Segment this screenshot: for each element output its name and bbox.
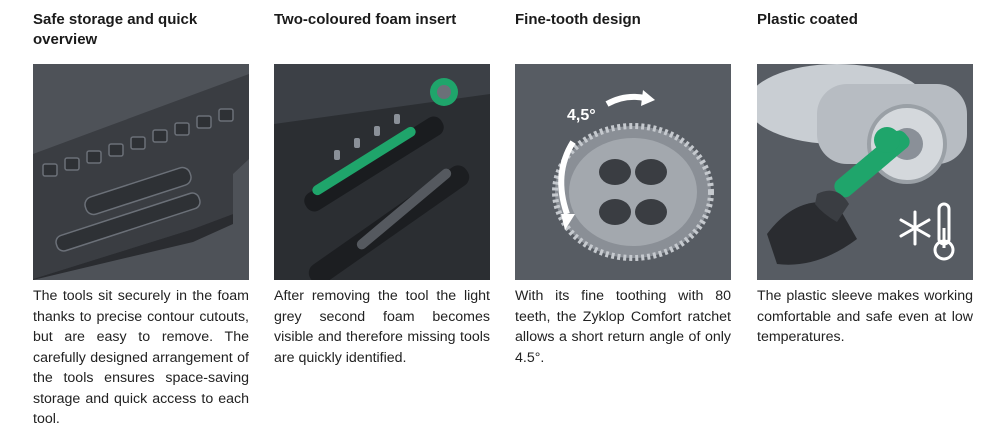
frozen-pipe-ratchet-illustration [757, 64, 973, 280]
feature-title: Fine-tooth design [515, 11, 641, 28]
feature-description: With its fine toothing with 80 teeth, th… [515, 288, 731, 366]
feature-title: Plastic coated [757, 11, 858, 28]
feature-title: Two-coloured foam insert [274, 11, 457, 28]
snowflake-thermometer-icon [895, 198, 963, 266]
ratchet-in-foam-illustration [274, 64, 490, 280]
angle-label: 4,5° [567, 107, 596, 124]
feature-description: The plastic sleeve makes working comfort… [757, 288, 973, 345]
gear-teeth-illustration: 4,5° [515, 64, 731, 280]
feature-description: After removing the tool the light grey s… [274, 288, 490, 366]
feature-description: The tools sit securely in the foam thank… [33, 288, 249, 427]
feature-title: Safe storage and quick overview [33, 11, 198, 48]
foam-insert-illustration [33, 64, 249, 280]
